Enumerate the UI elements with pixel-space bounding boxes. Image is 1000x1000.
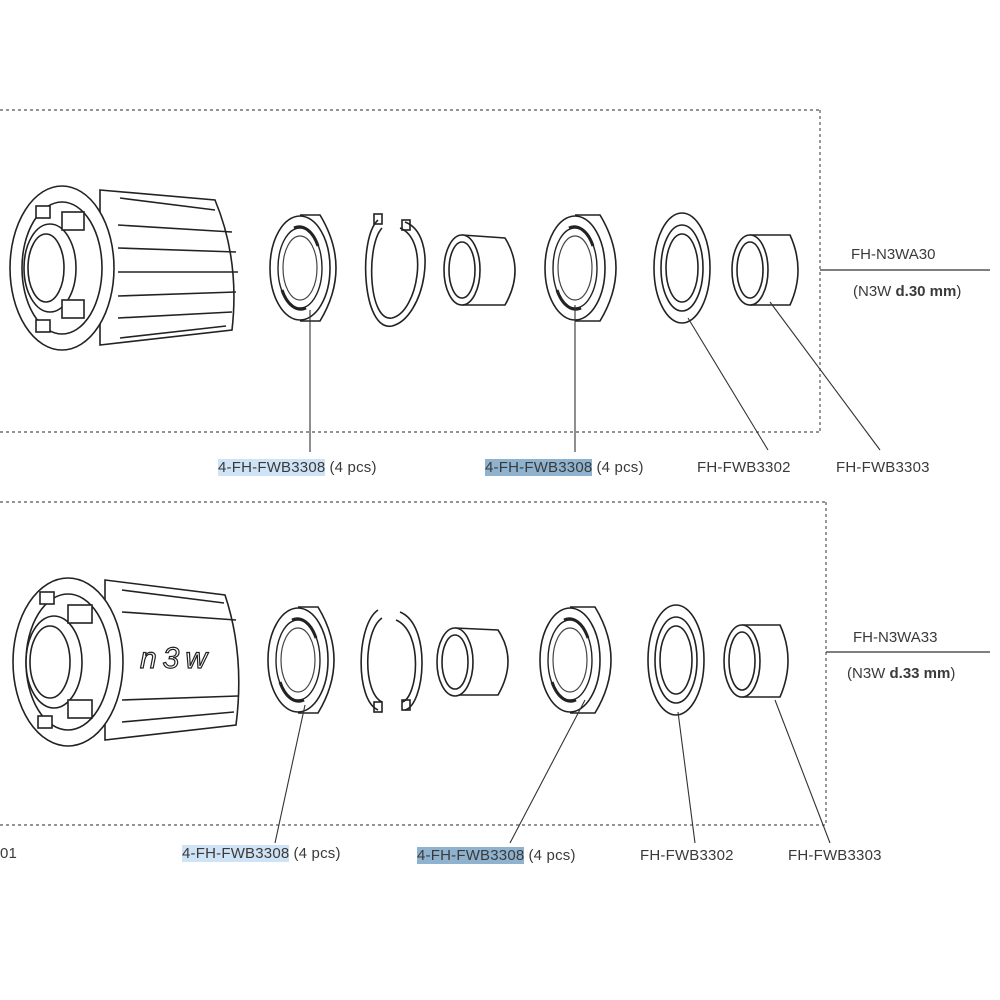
end-spacer-1 [731, 234, 799, 306]
model-spec-1: (N3W d.30 mm) [853, 282, 961, 302]
panel-2-frame [0, 501, 990, 826]
bearing-1b [543, 214, 617, 322]
part-code: FH-FWB3302 [697, 459, 791, 476]
part-label-2-4: FH-FWB3303 [788, 846, 882, 866]
spec-diameter-2: d.33 mm [889, 665, 951, 682]
freehub-body-2 [12, 577, 240, 747]
part-qty: (4 pcs) [528, 847, 576, 864]
part-label-1-2: 4-FH-FWB3308(4 pcs) [485, 458, 644, 478]
end-spacer-2 [723, 624, 789, 698]
model-spec-2: (N3W d.33 mm) [847, 664, 955, 684]
part-qty: (4 pcs) [293, 845, 341, 862]
part-label-1-3: FH-FWB3302 [697, 458, 791, 478]
circlip-2 [360, 609, 423, 713]
spacer-sleeve-2 [436, 627, 509, 697]
spec-prefix-1: (N3W [853, 283, 896, 300]
part-qty: (4 pcs) [596, 459, 644, 476]
part-code: 4-FH-FWB3308 [218, 459, 326, 476]
part-label-1-4: FH-FWB3303 [836, 458, 930, 478]
spacer-sleeve-1 [443, 234, 516, 306]
part-qty: (4 pcs) [329, 459, 377, 476]
leader-lines-2 [274, 699, 831, 844]
spec-suffix-2: ) [950, 665, 956, 682]
part-code: 4-FH-FWB3308 [485, 459, 593, 476]
bearing-1a [268, 214, 337, 322]
part-code: FH-FWB3302 [640, 847, 734, 864]
part-code: 4-FH-FWB3308 [417, 847, 525, 864]
spec-suffix-1: ) [956, 283, 962, 300]
freehub-body-1 [9, 185, 238, 351]
circlip-1 [364, 213, 426, 327]
part-label-2-1: 4-FH-FWB3308(4 pcs) [182, 844, 341, 864]
panel-1-frame [0, 109, 990, 433]
body-engraving: n3w [140, 642, 213, 675]
seal-washer-2 [647, 604, 705, 716]
spec-diameter-1: d.30 mm [895, 283, 957, 300]
bearing-2a [266, 606, 335, 714]
part-code: FH-FWB3303 [836, 459, 930, 476]
part-label-1-1: 4-FH-FWB3308(4 pcs) [218, 458, 377, 478]
bearing-2b [538, 606, 612, 714]
model-name-2: FH-N3WA33 [853, 629, 938, 646]
part-code: 4-FH-FWB3308 [182, 845, 290, 862]
part-label-2-3: FH-FWB3302 [640, 846, 734, 866]
leader-lines-1 [309, 301, 881, 452]
part-code: FH-FWB3303 [788, 847, 882, 864]
part-label-2-2: 4-FH-FWB3308(4 pcs) [417, 846, 576, 866]
left-cut-label: 01 [0, 845, 18, 862]
seal-washer-1 [653, 212, 711, 324]
model-name-1: FH-N3WA30 [851, 246, 936, 263]
spec-prefix-2: (N3W [847, 665, 890, 682]
